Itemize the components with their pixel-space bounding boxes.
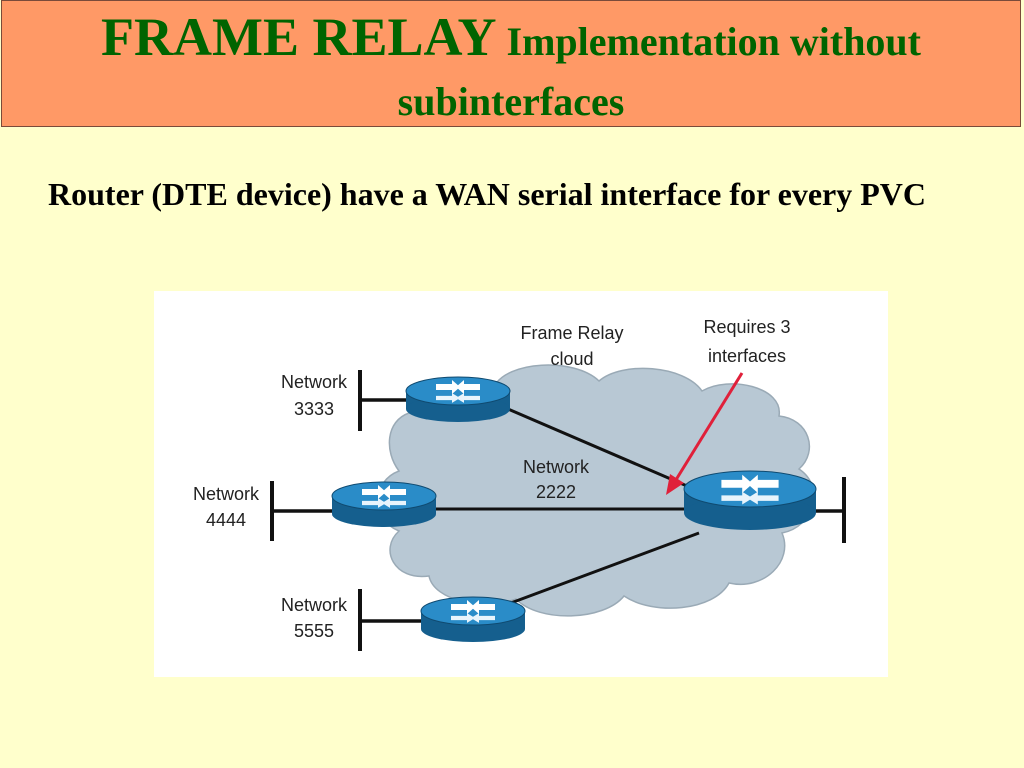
- cloud-label-line1: Frame Relay: [520, 323, 623, 343]
- slide-title-line1: FRAME RELAY Implementation without: [2, 5, 1020, 83]
- lan-segment-5555: [358, 589, 422, 651]
- router-3333-icon: [405, 376, 511, 422]
- slide-title-main: FRAME RELAY: [101, 7, 497, 67]
- lan-segment-4444: [270, 481, 334, 541]
- network-4444-label-line2: 4444: [206, 510, 246, 530]
- network-3333-label-line1: Network: [281, 372, 348, 392]
- network-3333-label-line2: 3333: [294, 399, 334, 419]
- center-network-label-line1: Network: [523, 457, 590, 477]
- hub-router-icon: [683, 470, 817, 530]
- frame-relay-diagram: Frame Relay cloud Requires 3 interfaces …: [154, 291, 888, 677]
- router-4444-icon: [331, 481, 437, 527]
- center-network-label-line2: 2222: [536, 482, 576, 502]
- slide-title-sub-line2: subinterfaces: [397, 79, 625, 124]
- pvc-link-3333: [493, 401, 695, 491]
- callout-label-line1: Requires 3: [703, 317, 790, 337]
- lan-segment-hub: [814, 477, 846, 543]
- cloud-label-line2: cloud: [550, 349, 593, 369]
- network-4444-label-line1: Network: [193, 484, 260, 504]
- frame-relay-cloud: [376, 364, 815, 617]
- pvc-link-5555: [483, 531, 700, 615]
- router-5555-icon: [420, 596, 526, 642]
- network-5555-label-line2: 5555: [294, 621, 334, 641]
- callout-label-line2: interfaces: [708, 346, 786, 366]
- body-text: Router (DTE device) have a WAN serial in…: [48, 176, 926, 212]
- callout-arrow: [666, 372, 744, 495]
- diagram-svg: Frame Relay cloud Requires 3 interfaces …: [193, 317, 846, 651]
- network-5555-label-line1: Network: [281, 595, 348, 615]
- slide-title-sub: Implementation without: [496, 19, 921, 64]
- slide-title-bar: FRAME RELAY Implementation without subin…: [1, 0, 1021, 127]
